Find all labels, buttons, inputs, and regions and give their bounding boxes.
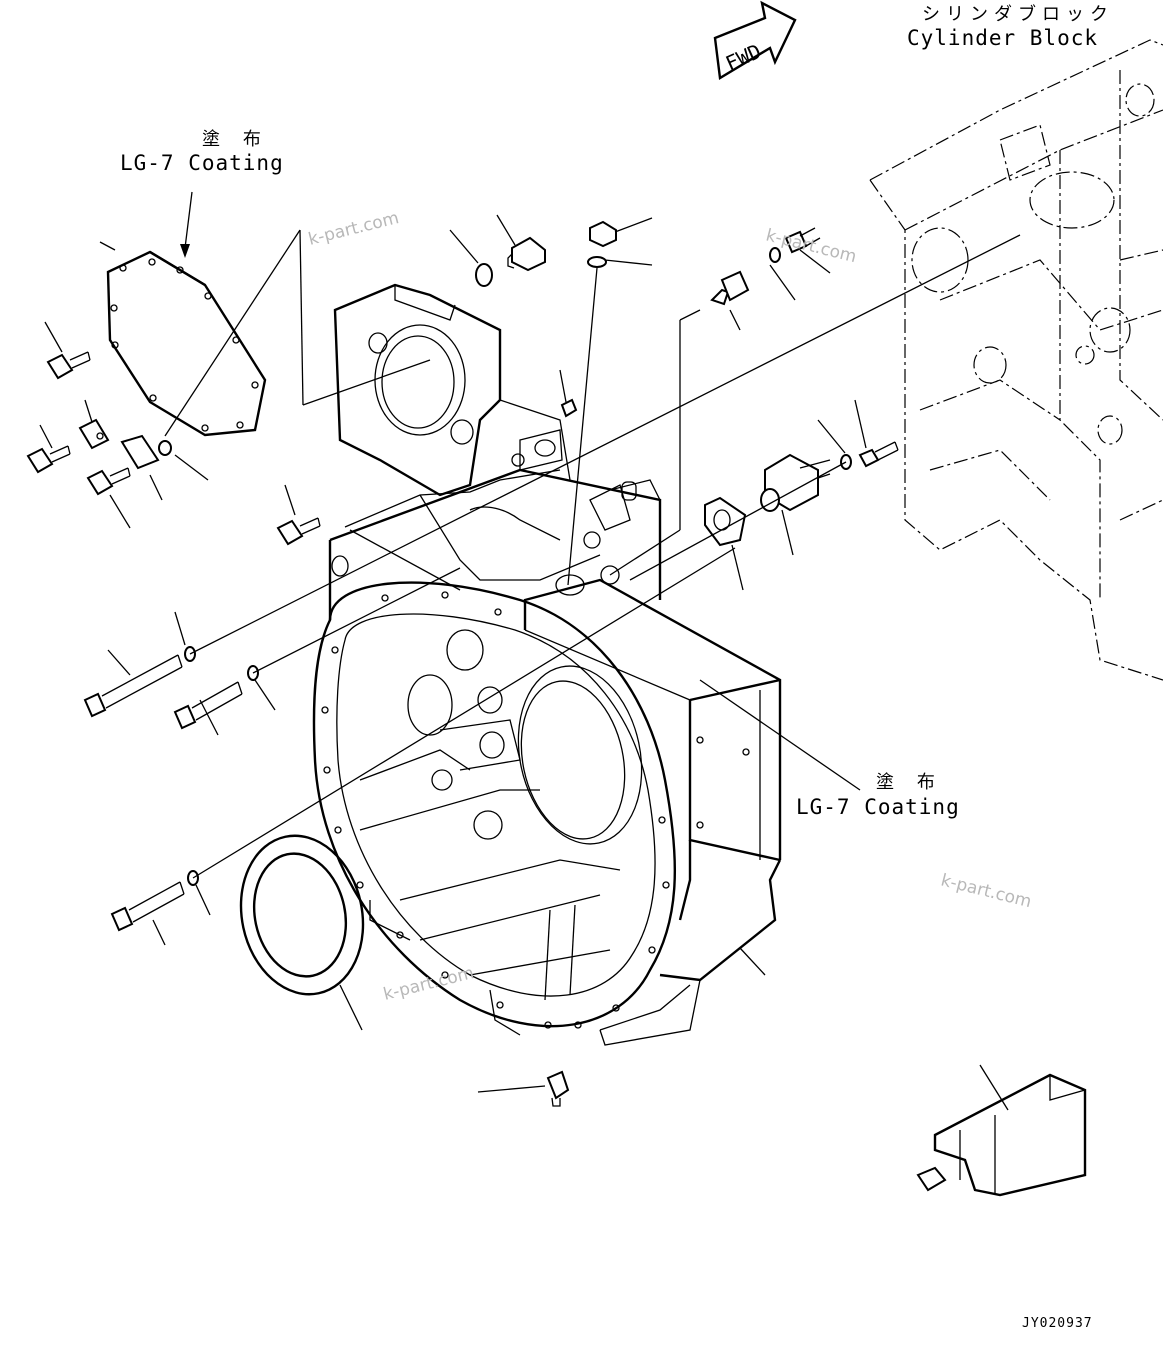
coating-top-label-en: LG-7 Coating: [120, 151, 284, 175]
coating-top-label-jp: 塗 布: [202, 128, 267, 150]
ring-bolt-holes: [321, 591, 750, 1029]
oil-seal: [239, 834, 365, 996]
fwd-label: FWD: [722, 39, 765, 76]
cylinder-block: [869, 39, 1163, 681]
cover-plate: [106, 250, 267, 437]
coating-right-label-en: LG-7 Coating: [796, 795, 960, 819]
cylinder-block-label-jp: シリンダブロック: [922, 3, 1114, 25]
watermark: k-part.com: [381, 963, 476, 1005]
fwd-arrow-icon: FWD: [713, 0, 797, 80]
bolt-set-left: [26, 351, 321, 932]
flywheel-housing: [312, 283, 782, 1046]
drawing-code: JY020937: [1022, 1316, 1093, 1331]
coating-right-label-jp: 塗 布: [876, 771, 941, 793]
leader-lines: [39, 191, 1021, 1111]
cylinder-block-label-en: Cylinder Block: [907, 26, 1098, 50]
watermark: k-part.com: [939, 870, 1034, 912]
watermark: k-part.com: [306, 208, 401, 250]
